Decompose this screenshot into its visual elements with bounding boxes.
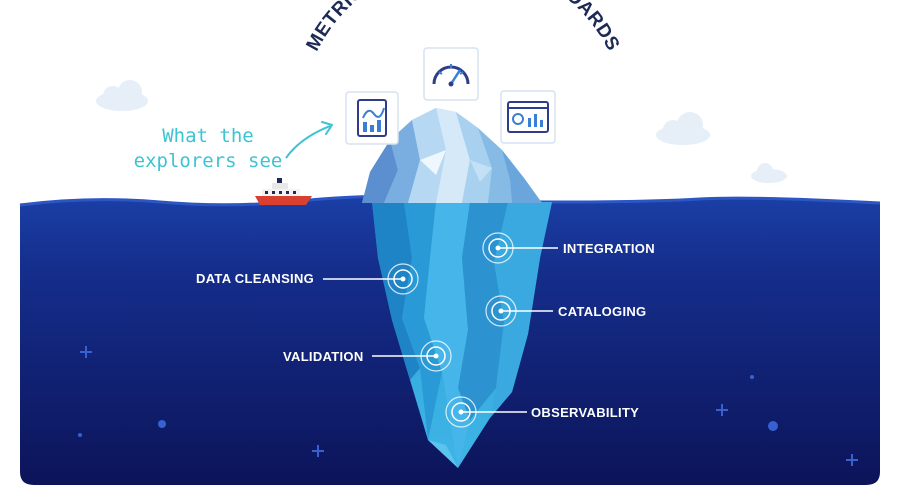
- label-integration: INTEGRATION: [563, 241, 655, 256]
- marker-data-cleansing: [387, 263, 419, 295]
- marker-integration: [482, 232, 514, 264]
- diagram-title: METRICS, REPORTS & DASHBOARDS: [303, 0, 624, 55]
- report-chart-icon: [345, 91, 399, 145]
- iceberg-underwater: [372, 202, 552, 468]
- marker-cataloging: [485, 295, 517, 327]
- explorers-callout: What the explorers see: [128, 124, 288, 174]
- label-data-cleansing: DATA CLEANSING: [196, 271, 315, 286]
- gauge-icon: [423, 47, 479, 101]
- cloud-small: [751, 163, 787, 183]
- marker-observability: [445, 396, 477, 428]
- label-observability: OBSERVABILITY: [531, 405, 640, 420]
- marker-validation: [420, 340, 452, 372]
- iceberg-tip: [362, 108, 542, 203]
- label-cataloging: CATALOGING: [558, 304, 647, 319]
- cloud-left: [96, 80, 148, 111]
- callout-line-1: What the: [162, 125, 254, 147]
- dashboard-icon: [500, 90, 556, 144]
- callout-arrow: [285, 125, 331, 159]
- cloud-right: [656, 112, 710, 145]
- callout-line-2: explorers see: [133, 150, 283, 172]
- ship: [255, 178, 312, 205]
- sparkles: [78, 346, 858, 466]
- label-validation: VALIDATION: [283, 349, 364, 364]
